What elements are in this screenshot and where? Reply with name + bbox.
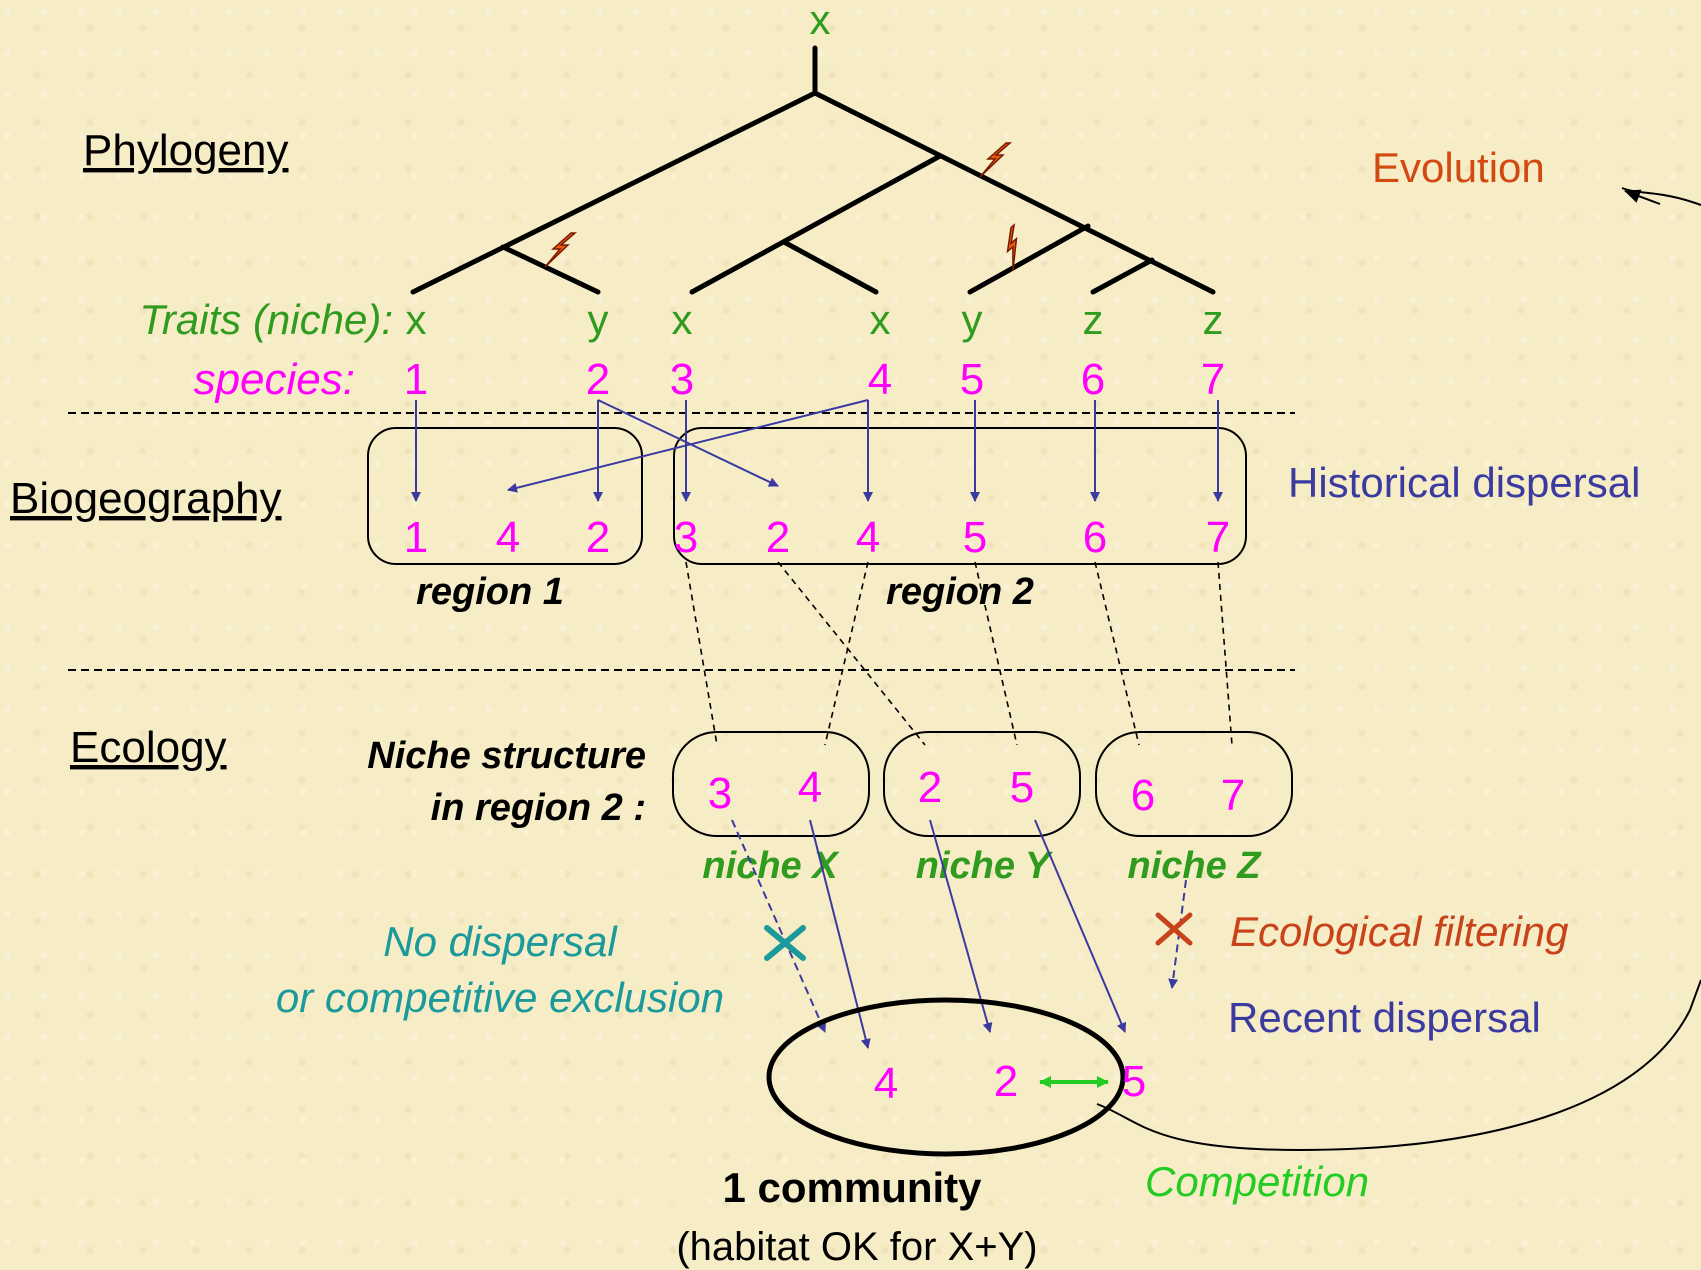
community-species: 2 <box>994 1057 1018 1106</box>
region2-label: region 2 <box>886 571 1034 613</box>
cross-mark-icon <box>1155 912 1193 946</box>
niche-species: 2 <box>918 763 942 812</box>
niche-species: 3 <box>708 769 732 818</box>
niche-z-label: niche Z <box>1127 845 1262 887</box>
trait-value: x <box>870 296 891 343</box>
ecological-filtering-label: Ecological filtering <box>1230 908 1569 955</box>
no-dispersal-line2: or competitive exclusion <box>276 974 724 1021</box>
region1-species: 2 <box>586 513 610 562</box>
species-row-label: species: <box>194 355 355 404</box>
recent-dispersal-label: Recent dispersal <box>1228 994 1541 1041</box>
species-number: 6 <box>1081 355 1105 404</box>
competition-label: Competition <box>1145 1158 1369 1205</box>
niche-structure-line2: in region 2 : <box>431 787 646 829</box>
region2-species: 2 <box>766 513 790 562</box>
phylogeny-tree <box>410 45 1216 295</box>
region2-species: 4 <box>856 513 880 562</box>
historical-dispersal-arrows <box>411 399 1223 502</box>
species-number: 7 <box>1201 355 1225 404</box>
species-number: 4 <box>868 355 892 404</box>
niche-x-box <box>672 731 870 837</box>
region2-species: 7 <box>1206 513 1230 562</box>
community-species: 5 <box>1122 1057 1146 1106</box>
region2-species: 3 <box>674 513 698 562</box>
lightning-icon <box>979 142 1011 178</box>
species-number: 3 <box>670 355 694 404</box>
phylogeny-heading: Phylogeny <box>83 126 288 175</box>
region1-label: region 1 <box>416 571 564 613</box>
no-dispersal-line1: No dispersal <box>383 918 618 965</box>
niche-species: 7 <box>1221 771 1245 820</box>
community-ellipse <box>766 997 1126 1157</box>
niche-z-box <box>1095 731 1293 837</box>
niche-y-label: niche Y <box>916 845 1054 887</box>
trait-value: z <box>1083 296 1104 343</box>
traits-row-label: Traits (niche): <box>139 296 393 343</box>
region2-species: 5 <box>963 513 987 562</box>
community-species: 4 <box>874 1059 898 1108</box>
trait-value: z <box>1203 296 1224 343</box>
trait-value: x <box>672 296 693 343</box>
niche-species: 5 <box>1010 763 1034 812</box>
region-to-niche-connectors <box>685 561 1233 746</box>
niche-species: 6 <box>1131 771 1155 820</box>
historical-dispersal-label: Historical dispersal <box>1288 459 1640 506</box>
trait-value: x <box>406 296 427 343</box>
region2-box <box>673 427 1247 565</box>
niche-species: 4 <box>798 763 822 812</box>
community-title: 1 community <box>722 1164 982 1211</box>
region2-species: 6 <box>1083 513 1107 562</box>
evolution-label: Evolution <box>1372 144 1545 191</box>
lightning-icon <box>544 232 576 268</box>
feedback-arrowhead <box>1624 189 1661 205</box>
cross-mark-icon <box>764 925 806 961</box>
trait-value: y <box>962 296 983 343</box>
region1-box <box>367 427 643 565</box>
region1-species: 4 <box>496 513 520 562</box>
region1-species: 1 <box>404 513 428 562</box>
lightning-icon <box>990 224 1037 272</box>
niche-x-label: niche X <box>702 845 840 887</box>
species-number: 5 <box>960 355 984 404</box>
species-number: 1 <box>404 355 428 404</box>
biogeography-heading: Biogeography <box>10 474 282 523</box>
trait-value: y <box>588 296 609 343</box>
species-number: 2 <box>586 355 610 404</box>
root-trait-label: x <box>810 0 831 43</box>
ecology-heading: Ecology <box>70 723 227 772</box>
niche-y-box <box>883 731 1081 837</box>
community-subtitle: (habitat OK for X+Y) <box>676 1225 1037 1269</box>
niche-structure-line1: Niche structure <box>367 735 646 777</box>
